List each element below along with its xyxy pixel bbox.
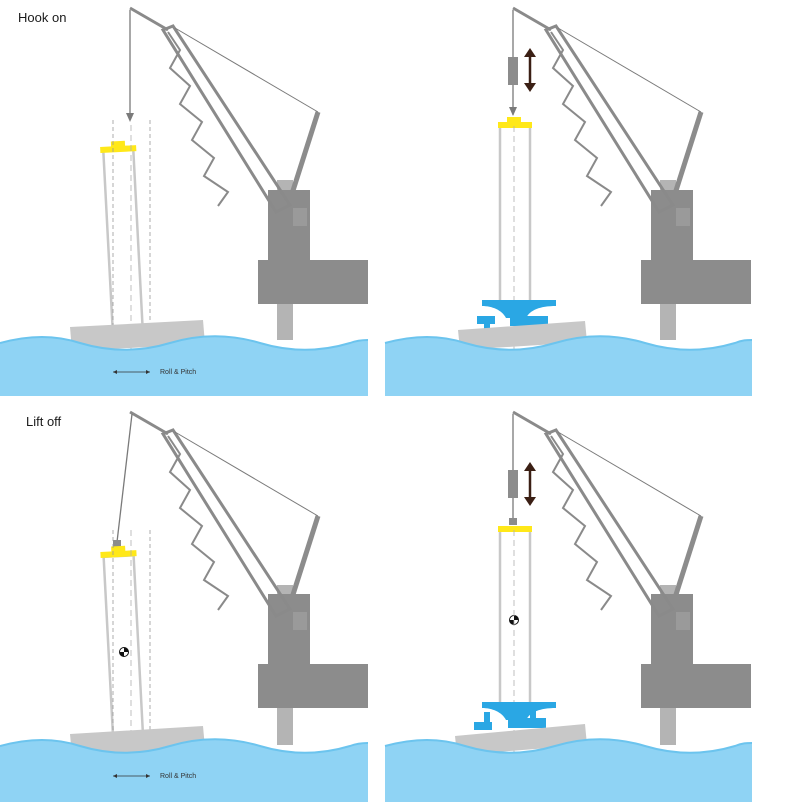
heave-compensator <box>508 57 518 85</box>
sea <box>0 336 368 396</box>
hook-icon <box>509 518 517 525</box>
sea <box>385 336 752 396</box>
jib <box>129 410 169 436</box>
crane-boom <box>160 24 293 214</box>
hook-on-label: Hook on <box>18 10 66 25</box>
center-of-gravity-icon <box>119 647 129 657</box>
hook-icon <box>113 540 121 547</box>
crane-cab <box>293 208 307 226</box>
panel-hook-on-upright <box>384 6 753 396</box>
heave-compensator <box>508 470 518 498</box>
a-frame <box>670 515 704 605</box>
a-frame <box>670 111 704 201</box>
double-arrow-icon <box>524 462 536 506</box>
a-frame <box>287 111 321 201</box>
panel-hook-on-tilted: Roll & Pitch Hook on <box>0 6 369 396</box>
hoist-cable <box>116 413 133 543</box>
monopile <box>100 140 145 337</box>
monopile <box>100 545 145 736</box>
crane-deck <box>641 260 751 304</box>
pendant-line <box>557 27 702 113</box>
crane-boom <box>543 428 676 618</box>
crane-boom <box>160 428 293 618</box>
panel-lift-off-upright <box>384 410 753 802</box>
roll-pitch-label: Roll & Pitch <box>160 369 196 376</box>
grillage <box>477 300 556 330</box>
lift-off-label: Lift off <box>26 414 62 429</box>
sea <box>0 739 368 802</box>
hook-icon <box>509 107 517 116</box>
grillage <box>474 702 556 730</box>
jib <box>512 410 552 436</box>
sea <box>385 739 752 802</box>
crane-boom <box>543 24 676 214</box>
panel-lift-off-tilted: Roll & Pitch Lift off <box>0 410 369 802</box>
crane-deck <box>258 664 368 708</box>
double-arrow-icon <box>524 48 536 92</box>
hook-icon <box>126 113 134 122</box>
jib <box>129 6 169 32</box>
monopile <box>498 117 532 308</box>
crane-cab <box>293 612 307 630</box>
jib <box>512 6 552 32</box>
crane-cab <box>676 612 690 630</box>
a-frame <box>287 515 321 605</box>
pendant-line <box>174 27 319 113</box>
roll-pitch-label: Roll & Pitch <box>160 773 196 780</box>
crane-deck <box>258 260 368 304</box>
crane-cab <box>676 208 690 226</box>
pendant-line <box>174 431 319 517</box>
pendant-line <box>557 431 702 517</box>
crane-deck <box>641 664 751 708</box>
